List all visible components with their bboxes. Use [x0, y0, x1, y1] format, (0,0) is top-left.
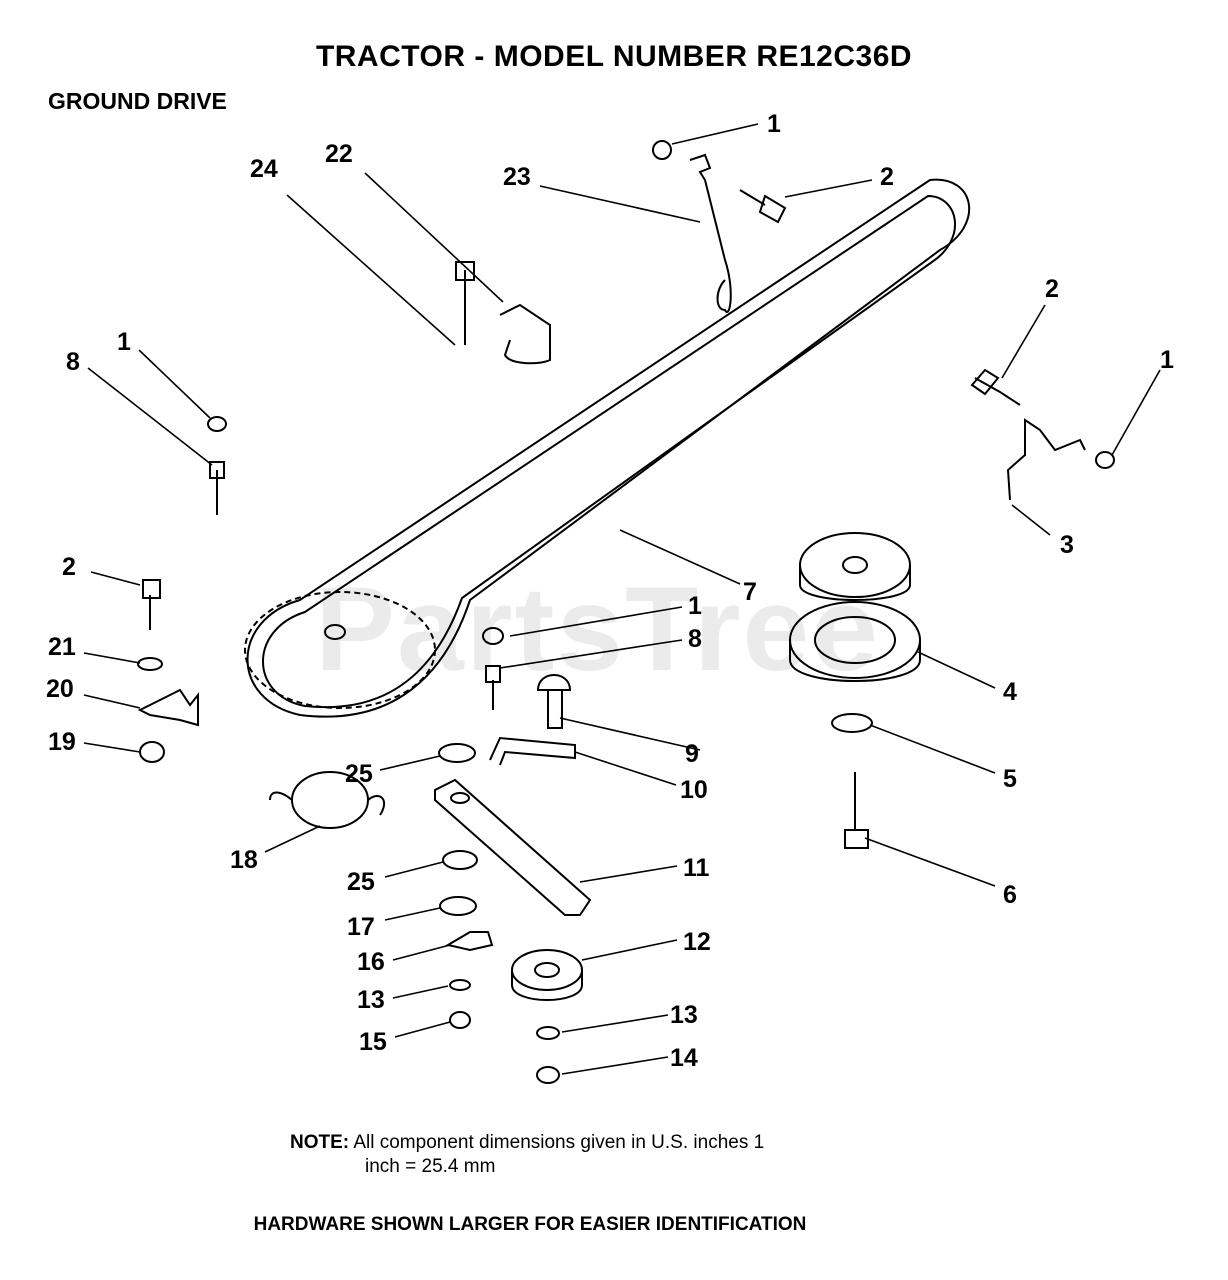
washer-17 [439, 896, 477, 916]
callout-5: 5 [1003, 765, 1017, 793]
bolt-right [970, 368, 1021, 406]
washer-21 [137, 657, 163, 671]
drive-belt [246, 178, 971, 718]
belt-guide-left [499, 303, 551, 365]
callout-2: 2 [62, 553, 76, 581]
nut-left [207, 416, 227, 432]
callout-1: 1 [1160, 346, 1174, 374]
section-title: GROUND DRIVE [48, 88, 227, 114]
callout-2: 2 [880, 163, 894, 191]
callout-9: 9 [685, 740, 699, 768]
washer-13-right [536, 1026, 560, 1040]
lock-washer-5 [831, 713, 873, 733]
bolt-8-center [485, 665, 501, 710]
nut-center [482, 627, 504, 645]
callout-19: 19 [48, 728, 76, 756]
callout-10: 10 [680, 776, 708, 804]
note-text-line2: inch = 25.4 mm [365, 1156, 496, 1177]
bracket-10 [489, 736, 576, 766]
nut-19 [139, 741, 165, 763]
callout-12: 12 [683, 928, 711, 956]
callout-24: 24 [250, 155, 278, 183]
bracket-20 [137, 688, 199, 727]
washer-13-left [449, 979, 471, 991]
callout-17: 17 [347, 913, 375, 941]
nut-15 [449, 1011, 471, 1029]
drive-belt-inner [262, 194, 957, 709]
engine-pulley [244, 591, 436, 709]
callout-23: 23 [503, 163, 531, 191]
callout-16: 16 [357, 948, 385, 976]
bolt-6 [844, 772, 869, 849]
callout-18: 18 [230, 846, 258, 874]
nut-right [1095, 451, 1115, 469]
callout-13: 13 [357, 986, 385, 1014]
bracket-3 [1006, 418, 1086, 501]
nut-14 [536, 1066, 560, 1084]
carriage-bolt-9 [536, 674, 572, 729]
callout-25: 25 [345, 760, 373, 788]
bolt-top [739, 189, 787, 224]
callout-8: 8 [66, 348, 80, 376]
bolt-24 [455, 261, 475, 345]
callout-7: 7 [743, 578, 757, 606]
callout-1: 1 [117, 328, 131, 356]
lower-pulley [789, 601, 921, 679]
callout-14: 14 [670, 1044, 698, 1072]
callout-6: 6 [1003, 881, 1017, 909]
callout-4: 4 [1003, 678, 1017, 706]
note-label: NOTE: [290, 1132, 350, 1153]
callout-2: 2 [1045, 275, 1059, 303]
hardware-footer-note: HARDWARE SHOWN LARGER FOR EASIER IDENTIF… [253, 1214, 807, 1235]
callout-25: 25 [347, 868, 375, 896]
idler-pulley-12 [511, 949, 583, 991]
spacer-25-bottom [442, 850, 478, 870]
callout-8: 8 [688, 625, 702, 653]
callout-13: 13 [670, 1001, 698, 1029]
callout-3: 3 [1060, 531, 1074, 559]
callout-21: 21 [48, 633, 76, 661]
watermark: PartsTree [315, 562, 881, 696]
dimension-note: NOTE: All component dimensions given in … [290, 1132, 764, 1154]
callout-1: 1 [767, 110, 781, 138]
page-title: TRACTOR - MODEL NUMBER RE12C36D [315, 40, 913, 73]
spacer-25-top [438, 743, 476, 763]
callout-22: 22 [325, 140, 353, 168]
note-text: All component dimensions given in U.S. i… [353, 1132, 765, 1153]
bracket-16 [445, 931, 494, 952]
idler-arm-11 [434, 778, 592, 916]
nut-top [652, 140, 672, 160]
callout-11: 11 [683, 854, 710, 882]
callout-20: 20 [46, 675, 74, 703]
belt-guide-top [689, 153, 732, 313]
bolt-8-left [209, 461, 225, 515]
callout-15: 15 [359, 1028, 387, 1056]
bolt-2-left [142, 579, 161, 630]
upper-pulley [799, 532, 911, 598]
callout-1: 1 [688, 592, 702, 620]
